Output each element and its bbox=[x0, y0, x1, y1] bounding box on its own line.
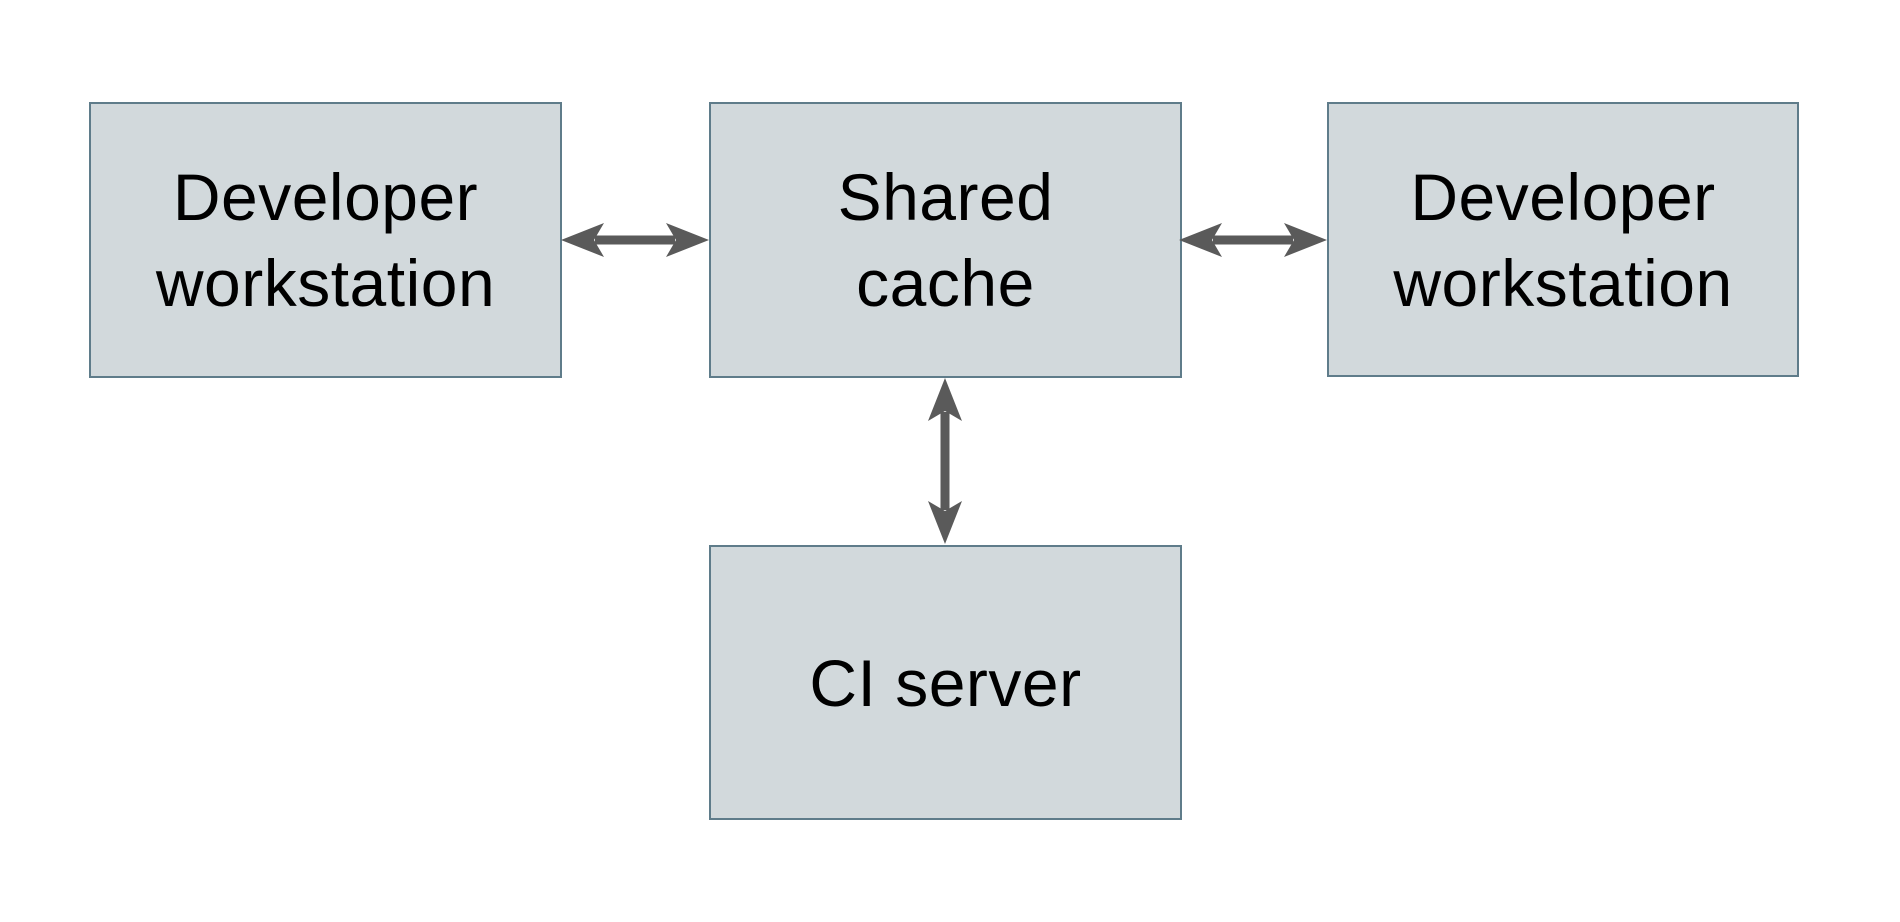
arrowhead-left bbox=[1179, 223, 1222, 257]
node-ci-server-label: CI server bbox=[809, 640, 1081, 726]
node-shared-cache: Shared cache bbox=[709, 102, 1182, 378]
label-line: workstation bbox=[1393, 245, 1733, 320]
double-arrow-cache-ci-server-icon bbox=[928, 378, 962, 544]
arrowhead-left bbox=[561, 223, 604, 257]
double-arrow-cache-right-workstation-icon bbox=[1179, 223, 1327, 257]
label-line: workstation bbox=[155, 246, 496, 320]
double-arrow-left-workstation-cache-icon bbox=[561, 223, 709, 257]
arrowhead-right bbox=[666, 223, 709, 257]
arrowhead-right bbox=[1284, 223, 1327, 257]
label-line: Shared bbox=[837, 160, 1054, 234]
label-line: Developer bbox=[1410, 159, 1716, 234]
label-line: cache bbox=[856, 246, 1035, 320]
node-shared-cache-label: Shared cache bbox=[838, 154, 1054, 326]
node-developer-workstation-right: Developer workstation bbox=[1327, 102, 1799, 377]
label-line: CI server bbox=[809, 645, 1082, 720]
node-developer-workstation-left: Developer workstation bbox=[89, 102, 562, 378]
node-developer-workstation-right-label: Developer workstation bbox=[1393, 154, 1732, 326]
label-line: Developer bbox=[172, 160, 479, 234]
node-developer-workstation-left-label: Developer workstation bbox=[156, 154, 495, 326]
arrowhead-bottom bbox=[928, 501, 962, 544]
node-ci-server: CI server bbox=[709, 545, 1182, 820]
arrowhead-top bbox=[928, 378, 962, 421]
